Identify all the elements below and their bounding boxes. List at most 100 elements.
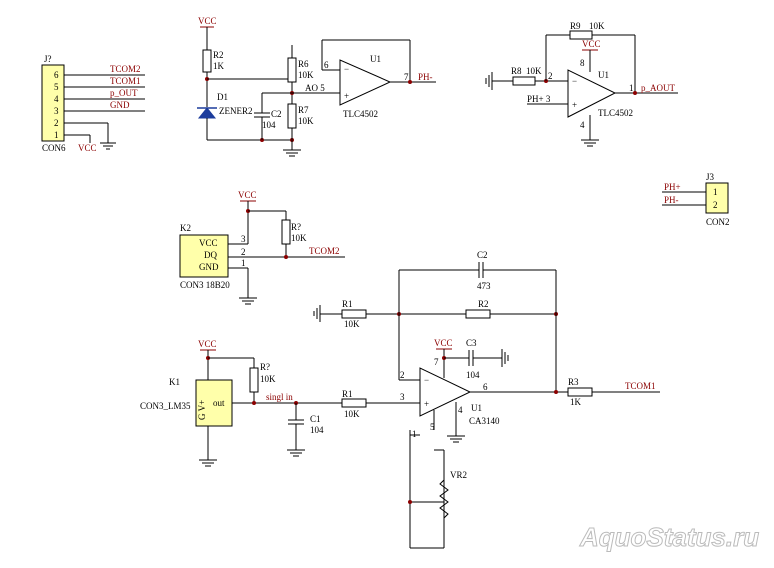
r7-value: 10K — [298, 116, 314, 126]
svg-text:1: 1 — [54, 130, 59, 140]
tcom2-net: TCOM2 — [110, 64, 141, 74]
r-q2-value: 10K — [260, 374, 276, 384]
j3-connector: J3 1 2 PH+ PH- CON2 — [662, 172, 730, 227]
r9-resistor — [569, 30, 593, 40]
r2-label: R2 — [213, 50, 224, 60]
k2-ds18b20: VCC R? 10K K2 VCC DQ GND 3 2 TCOM2 1 CON… — [179, 190, 345, 305]
ca3140-opamp — [419, 367, 472, 417]
r9-value: 10K — [589, 21, 605, 31]
j3-label: J3 — [706, 172, 715, 182]
svg-text:−: − — [424, 375, 429, 385]
k2-label: K2 — [180, 223, 191, 233]
r8-label: R8 — [511, 66, 522, 76]
r1a-label: R1 — [342, 299, 353, 309]
u1-label: U1 — [370, 54, 381, 64]
svg-text:−: − — [344, 64, 349, 74]
c3-value: 104 — [466, 370, 480, 380]
svg-text:GND: GND — [199, 262, 219, 272]
r7-label: R7 — [298, 105, 309, 115]
k1-lm35-circuit: VCC R? 10K K1 G V+ out CON3_LM35 singl i… — [140, 250, 660, 549]
r-q-value: 10K — [291, 233, 307, 243]
svg-text:7: 7 — [434, 357, 439, 367]
j3-ph-minus: PH- — [664, 195, 679, 205]
ph-minus-net: PH- — [418, 72, 433, 82]
j7-connector: J? 6 5 4 3 2 1 TCOM2 TCOM1 p_OUT GND VCC… — [41, 54, 145, 153]
svg-text:1: 1 — [241, 258, 246, 268]
r3-value: 1K — [570, 397, 582, 407]
c2b-value: 473 — [477, 281, 491, 291]
u1-opamp — [339, 59, 392, 106]
svg-text:6: 6 — [54, 70, 59, 80]
r2b-label: R2 — [478, 299, 489, 309]
svg-text:7: 7 — [404, 72, 409, 82]
con2-label: CON2 — [706, 217, 730, 227]
r7-resistor — [287, 103, 297, 129]
svg-text:3: 3 — [400, 392, 405, 402]
svg-text:4: 4 — [580, 120, 585, 130]
zener-diode — [197, 107, 217, 119]
reference-circuit: VCC R2 1K D1 ZENER2 R6 10K R7 10K — [197, 16, 436, 157]
svg-text:+: + — [424, 399, 429, 409]
u1b-label: U1 — [598, 70, 609, 80]
d1-label: D1 — [217, 92, 228, 102]
watermark: AquoStatus.ru — [579, 522, 759, 552]
con3-lm35-label: CON3_LM35 — [140, 401, 191, 411]
r1-gain-resistor — [341, 309, 367, 319]
r2-value: 1K — [213, 61, 225, 71]
r6-label: R6 — [298, 59, 309, 69]
singl-in-net: singl in — [266, 392, 293, 402]
con6-label: CON6 — [42, 143, 66, 153]
c2-value: 104 — [262, 120, 276, 130]
r2-resistor — [202, 49, 212, 73]
tcom1-output-net: TCOM1 — [625, 381, 656, 391]
k1-body — [195, 379, 233, 427]
vcc-label-k1: VCC — [198, 339, 217, 349]
svg-text:VCC: VCC — [199, 238, 218, 248]
ph-plus-pin3: PH+ 3 — [527, 94, 551, 104]
con3-18b20-label: CON3 18B20 — [180, 280, 230, 290]
k1-label: K1 — [169, 377, 180, 387]
svg-text:3: 3 — [241, 234, 246, 244]
j3-ph-plus: PH+ — [664, 182, 681, 192]
r2-feedback-resistor — [465, 309, 491, 319]
vr2-label: VR2 — [450, 470, 467, 480]
vr2-potentiometer — [439, 479, 449, 519]
svg-text:DQ: DQ — [204, 250, 217, 260]
svg-text:6: 6 — [324, 60, 329, 70]
svg-text:1: 1 — [412, 429, 417, 439]
svg-text:6: 6 — [483, 382, 488, 392]
gnd-net: GND — [110, 100, 130, 110]
svg-text:−: − — [572, 76, 577, 86]
r6-value: 10K — [298, 70, 314, 80]
k2-tcom2-net: TCOM2 — [309, 246, 340, 256]
r8-value: 10K — [526, 66, 542, 76]
svg-text:+: + — [344, 91, 349, 101]
svg-text:4: 4 — [458, 405, 463, 415]
u1c-part: CA3140 — [469, 416, 500, 426]
svg-text:2: 2 — [400, 370, 405, 380]
svg-text:3: 3 — [54, 106, 59, 116]
vcc-label: VCC — [198, 16, 217, 26]
c2b-label: C2 — [477, 250, 488, 260]
k1-out: out — [213, 398, 225, 408]
j7-label: J? — [44, 54, 52, 64]
r3-resistor — [567, 387, 593, 397]
svg-text:8: 8 — [580, 58, 585, 68]
svg-text:+: + — [572, 100, 577, 110]
r8-resistor — [512, 76, 536, 86]
vcc-label-j7: VCC — [78, 143, 97, 153]
r1a-value: 10K — [344, 319, 360, 329]
p-out-net: p_OUT — [110, 88, 138, 98]
vcc-label-2: VCC — [582, 39, 601, 49]
svg-text:1: 1 — [629, 83, 634, 93]
tcom1-net: TCOM1 — [110, 76, 141, 86]
c1-label: C1 — [310, 414, 321, 424]
svg-text:2: 2 — [54, 118, 59, 128]
r1-input-resistor — [341, 398, 367, 408]
u1c-label: U1 — [471, 403, 482, 413]
u1b-part: TLC4502 — [598, 108, 633, 118]
k2-body — [179, 234, 229, 278]
svg-text:1: 1 — [713, 187, 718, 197]
u1-part: TLC4502 — [343, 109, 378, 119]
